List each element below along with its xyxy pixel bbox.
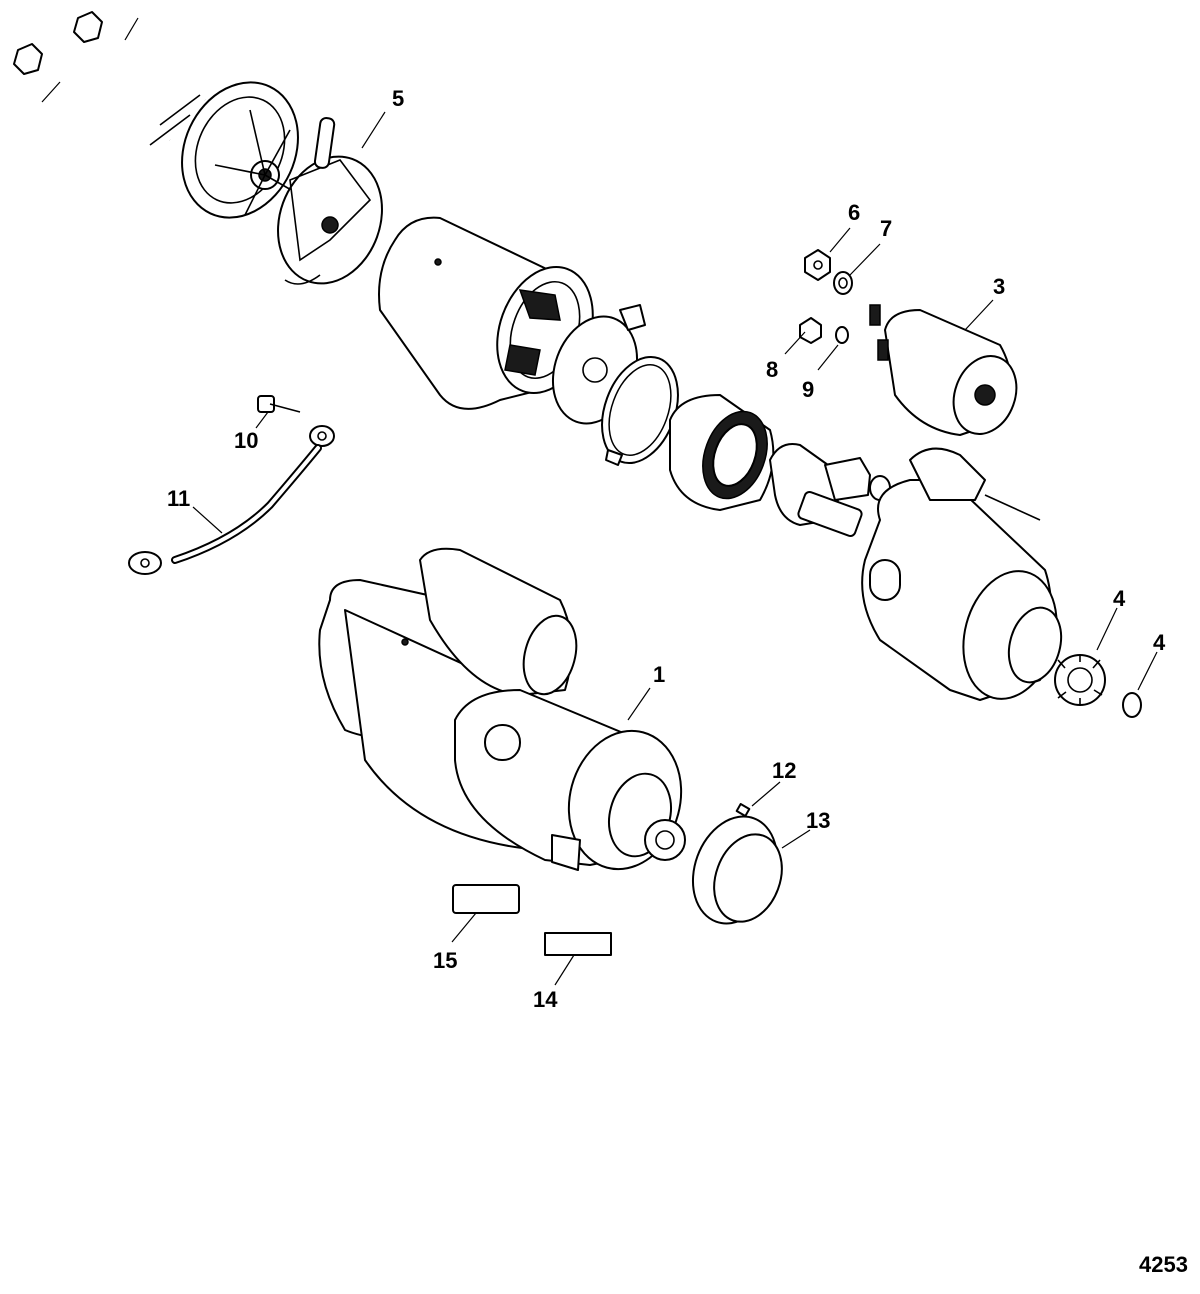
- callout-12: 12: [772, 758, 796, 783]
- callout-4-ring: 4: [1153, 630, 1166, 655]
- callout-4-pinion: 4: [1113, 586, 1126, 611]
- battery-cable: [128, 425, 335, 575]
- callout-10: 10: [234, 428, 258, 453]
- armature-drive: [669, 394, 891, 538]
- field-frame: [378, 216, 594, 410]
- snap-ring: [1122, 692, 1142, 718]
- callout-7: 7: [880, 216, 892, 241]
- bushing-13: [691, 815, 783, 925]
- decal-14: [544, 932, 612, 956]
- brush-holder: [277, 117, 383, 285]
- retaining-ring: [601, 355, 679, 466]
- solenoid: [869, 304, 1018, 436]
- decal-15: [452, 884, 520, 914]
- starter-motor-assembly: [318, 547, 686, 871]
- callout-13: 13: [806, 808, 830, 833]
- through-bolts: [13, 11, 206, 142]
- through-bolt-lower: [13, 43, 171, 142]
- key-12: [735, 803, 751, 817]
- callout-11: 11: [167, 486, 190, 511]
- callout-14: 14: [533, 987, 558, 1012]
- callout-5: 5: [392, 86, 404, 111]
- callout-labels: 5 6 7 3 8 9 10 11 1 4 4 12 13 15 14: [167, 86, 1166, 1012]
- nut-8: [799, 317, 822, 344]
- washer-9: [835, 326, 849, 344]
- leader-lines: [192, 111, 1158, 986]
- washer-7: [833, 271, 853, 295]
- callout-1: 1: [653, 662, 665, 687]
- commutator-end-frame: [149, 81, 301, 219]
- callout-15: 15: [433, 948, 457, 973]
- bolt-10: [257, 395, 301, 413]
- callout-3: 3: [993, 274, 1005, 299]
- nut-6: [804, 249, 831, 281]
- figure-number: 4253: [1139, 1252, 1188, 1277]
- drive-end-housing: [861, 447, 1063, 701]
- callout-8: 8: [766, 357, 778, 382]
- through-bolt-upper: [73, 11, 206, 102]
- callout-6: 6: [848, 200, 860, 225]
- pinion-gear: [1054, 654, 1106, 706]
- callout-9: 9: [802, 377, 814, 402]
